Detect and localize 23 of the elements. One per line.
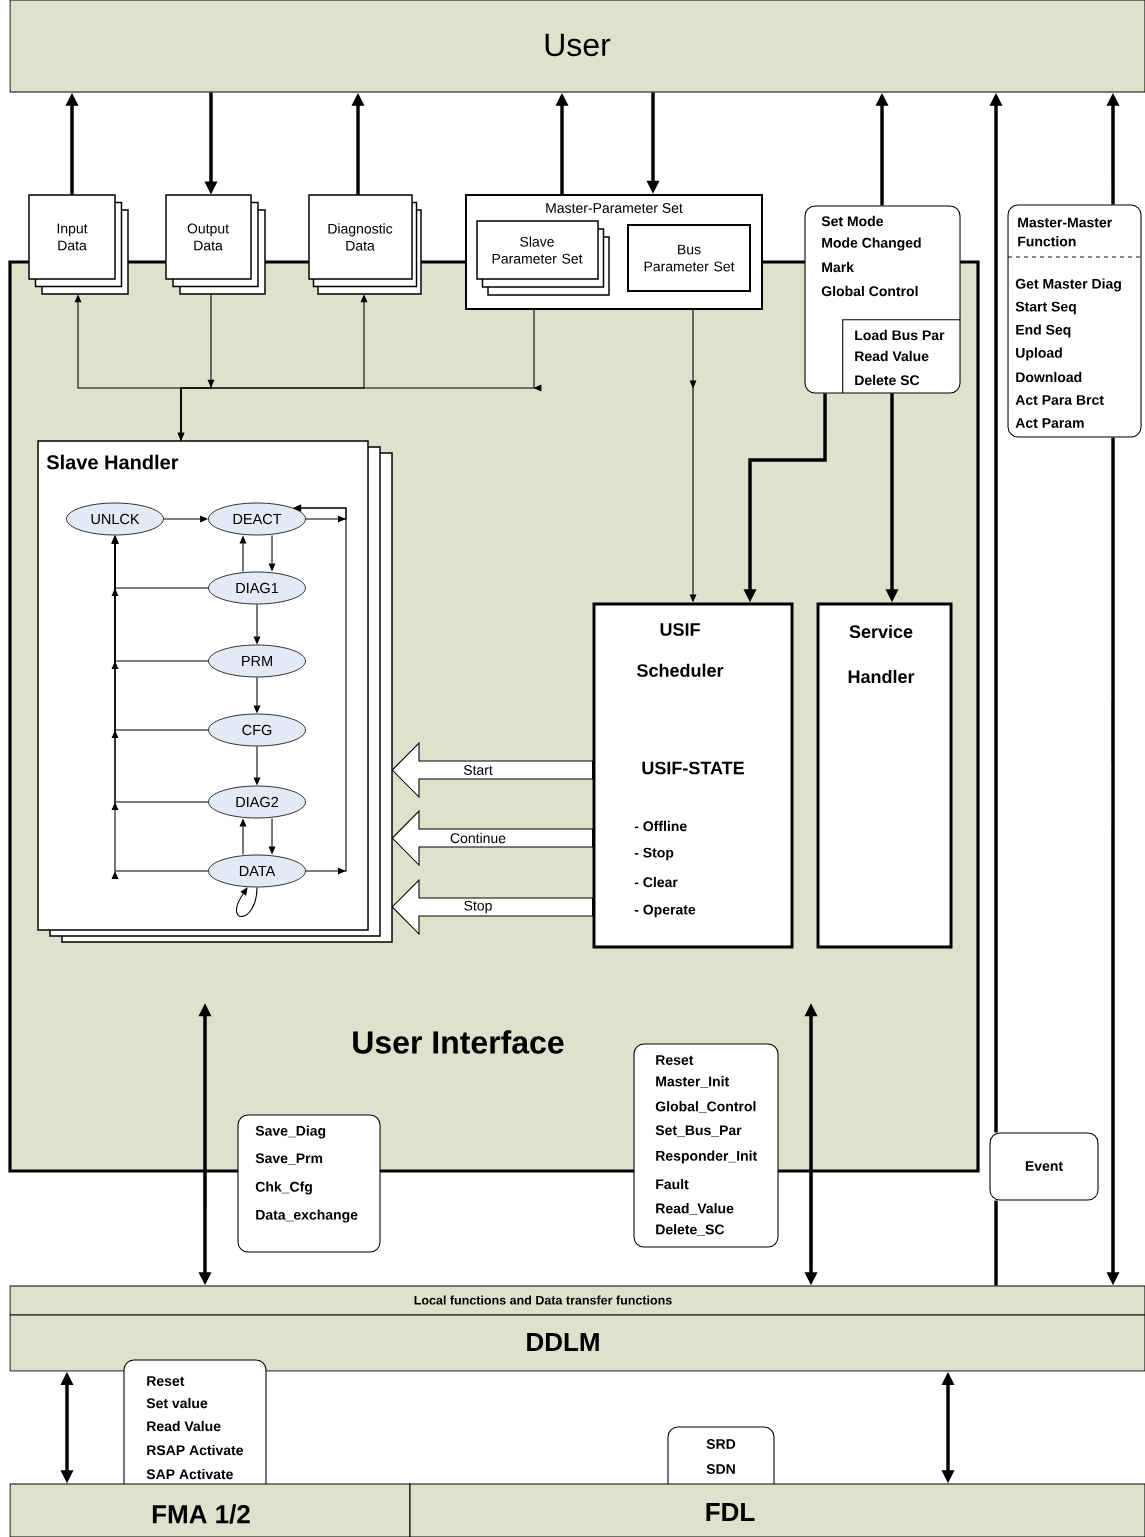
layer-band: Local functions and Data transfer functions bbox=[9, 1285, 1145, 1316]
function-list-box: Reset Set value Read Value RSAP Activate SAP Activate bbox=[123, 1359, 267, 1498]
scheduler-box: USIF Scheduler USIF-STATE - Offline - Stop - Clear - Operate bbox=[592, 602, 794, 949]
edge-label: Stop bbox=[462, 899, 494, 915]
stacked-box: Diagnostic Data bbox=[308, 194, 422, 295]
handler-box: Service Handler bbox=[816, 602, 953, 949]
stacked-box: Input Data bbox=[28, 194, 129, 295]
function-list-box: Reset Master_Init Global_Control Set_Bus_Par Responder_Init Fault Read_Value Delete_SC bbox=[633, 1043, 779, 1248]
function-list-box: Master-Master Function Get Master Diag Start Seq End Seq Upload Download Act Para Brct Act Param bbox=[1007, 204, 1142, 438]
layer-band: FMA 1/2 bbox=[9, 1483, 411, 1537]
layer-band: DDLM bbox=[9, 1314, 1145, 1372]
stacked-box: Slave Parameter Set bbox=[476, 220, 610, 296]
parameter-box: Bus Parameter Set bbox=[627, 224, 751, 292]
stacked-box: Output Data bbox=[165, 194, 266, 295]
function-list-box: Save_Diag Save_Prm Chk_Cfg Data_exchange bbox=[237, 1114, 381, 1253]
event-box: Event bbox=[989, 1132, 1099, 1201]
layer-band: FDL bbox=[409, 1483, 1145, 1537]
function-sublist: Load Bus Par Read Value Delete SC bbox=[842, 319, 961, 394]
block-arrow bbox=[391, 741, 594, 799]
connector-line bbox=[994, 1200, 998, 1286]
loop-arrow bbox=[235, 886, 258, 917]
block-arrow bbox=[391, 878, 594, 936]
layer-band: User bbox=[9, 0, 1145, 93]
